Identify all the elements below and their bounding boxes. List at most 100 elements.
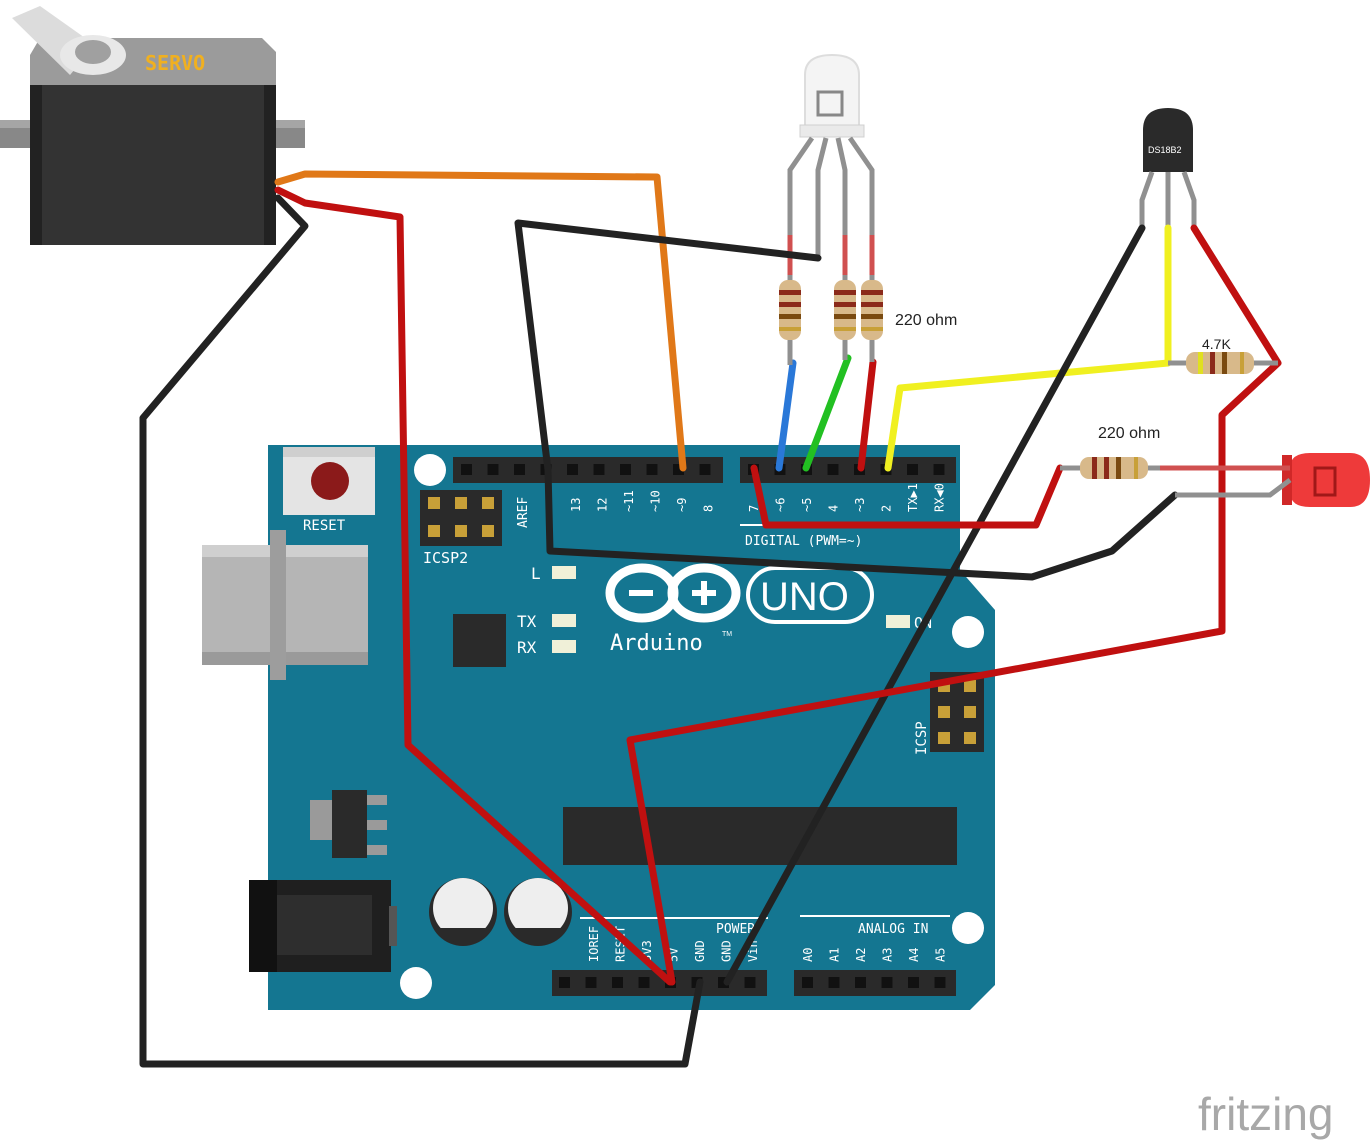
pin-label: ~3 — [853, 498, 867, 512]
wire-rgb-blue — [775, 359, 797, 472]
digital-header-right — [740, 457, 956, 483]
header-pin — [567, 464, 578, 475]
wires — [139, 170, 1282, 1068]
header-pin — [638, 977, 650, 988]
pin-label: 13 — [569, 498, 583, 512]
digital-pin-labels-left: 13 12 ~11 ~10 ~9 8 — [569, 490, 716, 512]
atmega-chip — [563, 807, 957, 865]
header-pin — [673, 464, 684, 475]
led-on — [886, 615, 910, 628]
resistor-blue — [779, 275, 801, 365]
wire-sensor-ground — [723, 224, 1146, 986]
usb-chip — [453, 614, 506, 667]
resistor-pullup — [1168, 352, 1278, 374]
arduino-logo-text: Arduino — [610, 631, 703, 656]
pin-label: A2 — [854, 948, 868, 962]
servo-motor — [0, 6, 305, 245]
header-pin — [802, 977, 813, 988]
servo-label: SERVO — [145, 51, 205, 75]
pin-label: A4 — [907, 948, 921, 962]
wire-led-signal — [750, 464, 1064, 529]
icsp2-header — [420, 490, 502, 546]
resistor-label-top: 220 ohm — [895, 312, 957, 329]
header-pin — [593, 464, 605, 475]
resistor-red — [861, 275, 883, 362]
header-pin — [585, 977, 597, 988]
header-pin — [907, 464, 918, 475]
capacitor-1 — [429, 878, 497, 946]
pin-label: A5 — [934, 948, 948, 962]
tx-label: TX — [517, 612, 537, 631]
pin-label: 4 — [827, 505, 841, 512]
pin-label: ~6 — [774, 498, 788, 512]
header-pin — [612, 977, 623, 988]
pin-label: 8 — [702, 505, 716, 512]
wire-rgb-common — [514, 219, 1179, 581]
pin-label: A1 — [828, 948, 842, 962]
header-pin — [699, 464, 711, 475]
pin-label: GND — [693, 940, 707, 962]
analog-in-label: ANALOG IN — [858, 922, 928, 937]
voltage-regulator — [310, 790, 387, 858]
ds18b20-sensor — [1139, 108, 1197, 228]
header-pin — [933, 464, 945, 475]
pin-label: A0 — [801, 948, 815, 962]
trademark-label: TM — [722, 631, 732, 638]
fritzing-watermark: fritzing — [1198, 1088, 1333, 1140]
pin-label: 7 — [747, 505, 761, 512]
resistor-label-pullup: 4.7K — [1202, 336, 1231, 352]
analog-header — [794, 970, 956, 996]
power-label: POWER — [716, 922, 755, 937]
icsp2-label: ICSP2 — [423, 549, 468, 567]
header-pin — [620, 464, 631, 475]
header-pin — [514, 464, 525, 475]
rx-label: RX — [517, 638, 537, 657]
arduino-board: RESET ICSP2 AREF 13 12 ~11 ~10 ~9 8 7 ~6 ~5 4 ~3 2… — [202, 445, 995, 1010]
resistor-led — [1060, 457, 1292, 498]
usb-connector — [202, 530, 368, 680]
led-l-label: L — [531, 564, 541, 583]
aref-label: AREF — [516, 497, 531, 528]
wire-sensor-vcc — [626, 224, 1282, 986]
pin-label: TX▶1 — [906, 483, 920, 512]
wire-servo-power — [274, 186, 674, 986]
header-pin — [855, 977, 866, 988]
icsp-label: ICSP — [914, 721, 930, 755]
header-pin — [559, 977, 570, 988]
sensor-label: DS18B2 — [1148, 145, 1182, 155]
wire-rgb-green — [802, 354, 852, 472]
digital-pin-labels-right: 7 ~6 ~5 4 ~3 2 TX▶1 RX◀0 — [747, 483, 947, 512]
led-tx — [552, 614, 576, 627]
header-pin — [934, 977, 946, 988]
pin-label: ~9 — [675, 498, 689, 512]
reset-button — [283, 447, 375, 515]
red-led — [1282, 453, 1370, 507]
uno-label: UNO — [760, 575, 849, 619]
wire-sensor-data — [884, 224, 1172, 472]
pin-label: IOREF — [587, 926, 601, 962]
led-rx — [552, 640, 576, 653]
header-pin — [461, 464, 472, 475]
reset-label: RESET — [303, 518, 346, 534]
analog-pin-labels: A0 A1 A2 A3 A4 A5 — [801, 948, 948, 962]
wire-servo-ground — [139, 194, 704, 1068]
power-jack — [249, 880, 397, 972]
pin-label: ~10 — [649, 490, 663, 512]
pin-label: A3 — [881, 948, 895, 962]
rgb-led — [787, 53, 875, 278]
pin-label: 12 — [596, 498, 610, 512]
capacitor-2 — [504, 878, 572, 946]
digital-label: DIGITAL (PWM=~) — [745, 534, 862, 549]
header-pin — [908, 977, 919, 988]
pin-label: RX◀0 — [933, 483, 947, 512]
pin-label: ~11 — [622, 490, 636, 512]
pin-label: 2 — [880, 505, 894, 512]
header-pin — [881, 977, 893, 988]
header-pin — [744, 977, 756, 988]
pin-label: GND — [720, 940, 734, 962]
header-pin — [646, 464, 658, 475]
analog-header-pins — [802, 977, 946, 988]
pin-label: ~5 — [800, 498, 814, 512]
header-pin — [828, 977, 840, 988]
